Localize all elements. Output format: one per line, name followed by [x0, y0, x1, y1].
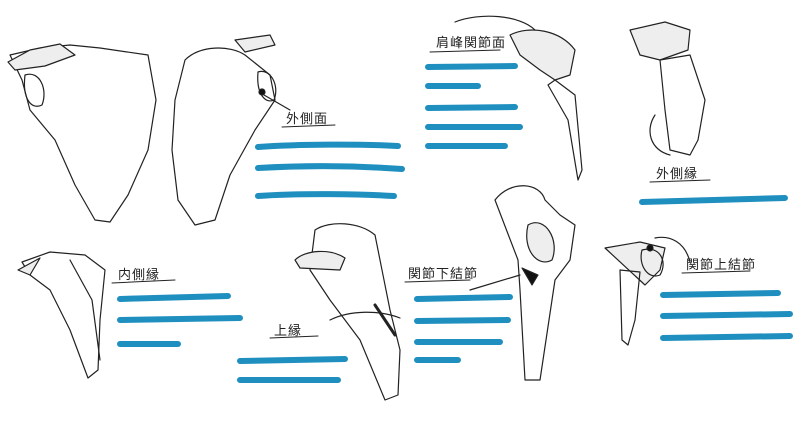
label-acromial-articular-surface: 肩峰関節面 — [436, 36, 507, 51]
label-lateral-surface: 外側面 — [286, 112, 329, 127]
scapula-drawing-superior-border — [294, 223, 401, 401]
scapula-drawing-acromion — [454, 15, 583, 181]
label-lateral-border: 外側縁 — [656, 167, 699, 182]
scapula-drawing-supraglenoid — [604, 236, 691, 346]
label-medial-border: 内側縁 — [118, 268, 161, 283]
label-superior-border: 上縁 — [274, 324, 303, 339]
scapula-drawing-medial-border — [17, 251, 106, 379]
label-infraglenoid-tubercle: 関節下結節 — [408, 267, 479, 282]
label-supraglenoid-tubercle: 関節上結節 — [686, 258, 757, 273]
scapula-drawing-infraglenoid — [469, 185, 576, 381]
scapula-drawing-lateral — [171, 34, 291, 226]
scapula-drawing-posterior — [7, 43, 157, 223]
scapula-drawing-lateral-border — [629, 21, 706, 156]
redaction-strokes — [117, 63, 793, 383]
